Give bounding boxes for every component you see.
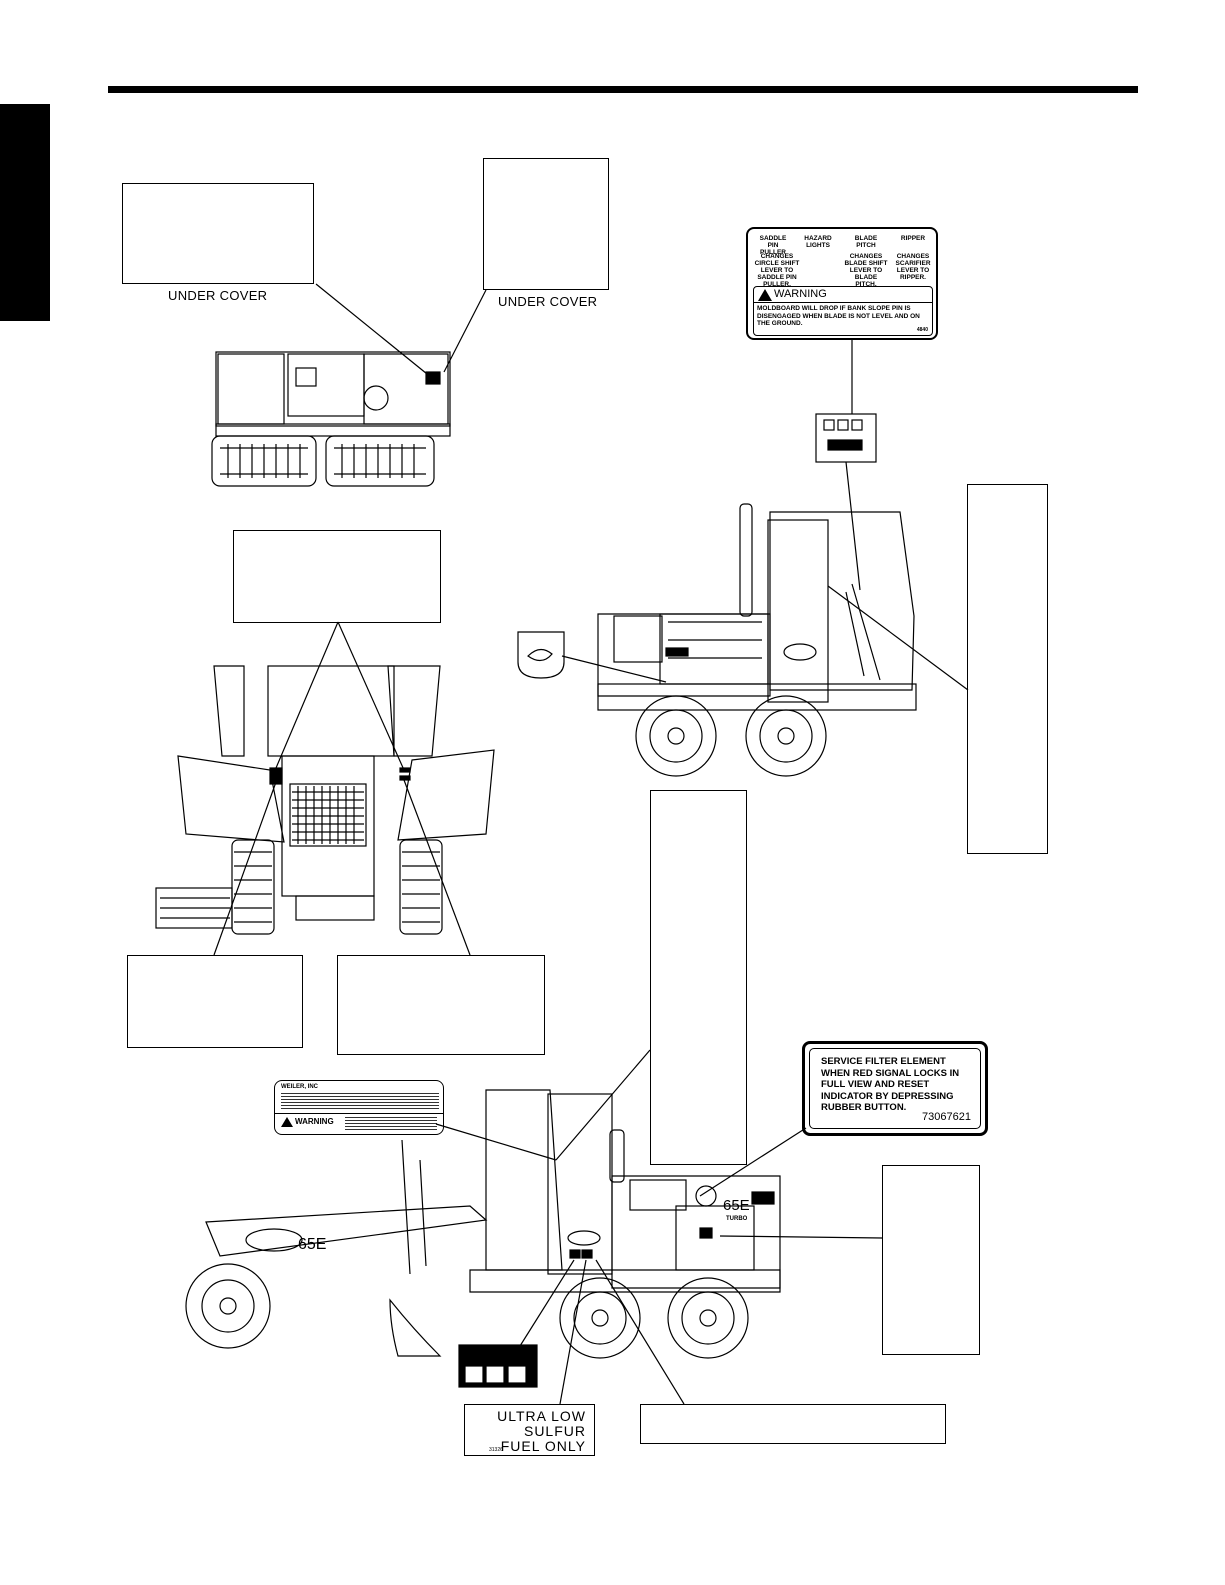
leader-line — [337, 621, 405, 771]
section-tab — [0, 104, 50, 321]
control-panel-warning-strip — [827, 439, 863, 451]
id-decal-warning-fineprint — [345, 1117, 437, 1131]
decal-warning-text: MOLDBOARD WILL DROP IF BANK SLOPE PIN IS… — [757, 305, 920, 327]
decal-warning-title: WARNING — [774, 288, 827, 300]
callout-box-bottom-wide — [640, 1404, 946, 1444]
id-decal-rule — [275, 1113, 443, 1114]
decal-desc-ripper: CHANGES SCARIFIER LEVER TO RIPPER. — [895, 253, 931, 281]
callout-box-front-lower-left — [127, 955, 303, 1048]
leader-line — [845, 461, 861, 591]
leader-line — [719, 1235, 883, 1239]
side-view-rear-machine — [597, 503, 917, 777]
filter-decal: SERVICE FILTER ELEMENT WHEN RED SIGNAL L… — [802, 1041, 988, 1136]
fuel-line-1: ULTRA LOW — [497, 1408, 586, 1424]
control-panel-icon — [823, 419, 835, 431]
control-panel-icon — [851, 419, 863, 431]
caption-under-cover-right: UNDER COVER — [498, 294, 598, 309]
leader-line — [699, 1127, 807, 1197]
pictogram-icon — [464, 1365, 484, 1384]
leader-line — [561, 655, 667, 683]
filter-decal-inner-border — [809, 1048, 981, 1129]
control-panel-icon — [837, 419, 849, 431]
decal-desc-saddle-pin: CHANGES CIRCLE SHIFT LEVER TO SADDLE PIN… — [754, 253, 800, 288]
pictogram-icon — [485, 1365, 505, 1384]
id-decal-warning-title: WARNING — [295, 1117, 334, 1126]
fuel-decal-text: ULTRA LOW SULFUR FUEL ONLY — [497, 1409, 586, 1454]
leader-line — [315, 283, 433, 379]
leader-line — [275, 621, 339, 769]
id-decal-fineprint — [281, 1093, 439, 1109]
decal-warning-panel: WARNING MOLDBOARD WILL DROP IF BANK SLOP… — [753, 286, 933, 336]
front-view-machine — [155, 665, 495, 935]
callout-box-front-upper — [233, 530, 441, 623]
callout-box-center-tall — [650, 790, 747, 1165]
decal-desc-blade-pitch: CHANGES BLADE SHIFT LEVER TO BLADE PITCH… — [844, 253, 888, 288]
leader-line — [213, 781, 277, 956]
decal-header-saddle-pin: SADDLE PIN PULLER — [759, 235, 787, 256]
decal-warning-rule — [754, 302, 932, 303]
warning-triangle-icon — [758, 289, 772, 301]
leader-line — [519, 1259, 575, 1347]
leader-line — [435, 1123, 557, 1161]
callout-box-right-tall — [967, 484, 1048, 854]
callout-box-rear-right — [882, 1165, 980, 1355]
warning-triangle-icon — [281, 1117, 293, 1127]
leader-line — [403, 779, 471, 956]
model-label-front: 65E — [298, 1236, 327, 1253]
callout-box-top-center — [483, 158, 609, 290]
id-decal: WEILER, INC WARNING — [274, 1080, 444, 1135]
control-panel-thumbnail — [815, 413, 877, 463]
id-decal-company: WEILER, INC — [281, 1084, 318, 1090]
control-decal: SADDLE PIN PULLER HAZARD LIGHTS BLADE PI… — [746, 227, 938, 340]
decal-part-number: 4840 — [916, 327, 928, 333]
leader-line — [559, 1259, 587, 1405]
callout-box-top-left — [122, 183, 314, 284]
decal-header-ripper: RIPPER — [900, 235, 926, 242]
pictogram-icon — [507, 1365, 527, 1384]
filter-decal-text: SERVICE FILTER ELEMENT WHEN RED SIGNAL L… — [821, 1056, 960, 1113]
fuel-decal-part-number: 31326 — [489, 1447, 503, 1453]
side-view-full-grader — [185, 1089, 781, 1359]
decal-header-blade-pitch: BLADE PITCH — [854, 235, 878, 249]
battery-icon — [527, 648, 553, 662]
turbo-label: TURBO — [726, 1216, 748, 1222]
caption-under-cover-left: UNDER COVER — [168, 288, 268, 303]
decal-header-hazard: HAZARD LIGHTS — [804, 235, 832, 249]
header-rule — [108, 86, 1138, 93]
callout-box-front-lower-right — [337, 955, 545, 1055]
fuel-line-3: FUEL ONLY — [500, 1438, 586, 1454]
leader-line — [595, 1259, 685, 1405]
fuel-line-2: SULFUR — [523, 1423, 586, 1439]
leader-line — [555, 1049, 651, 1161]
top-view-machine — [211, 351, 451, 487]
fuel-decal: ULTRA LOW SULFUR FUEL ONLY 31326 — [464, 1404, 595, 1456]
battery-decal-shape — [517, 631, 565, 679]
leader-line — [827, 585, 969, 691]
filter-decal-part-number: 73067621 — [922, 1111, 971, 1123]
leader-line — [443, 289, 487, 373]
